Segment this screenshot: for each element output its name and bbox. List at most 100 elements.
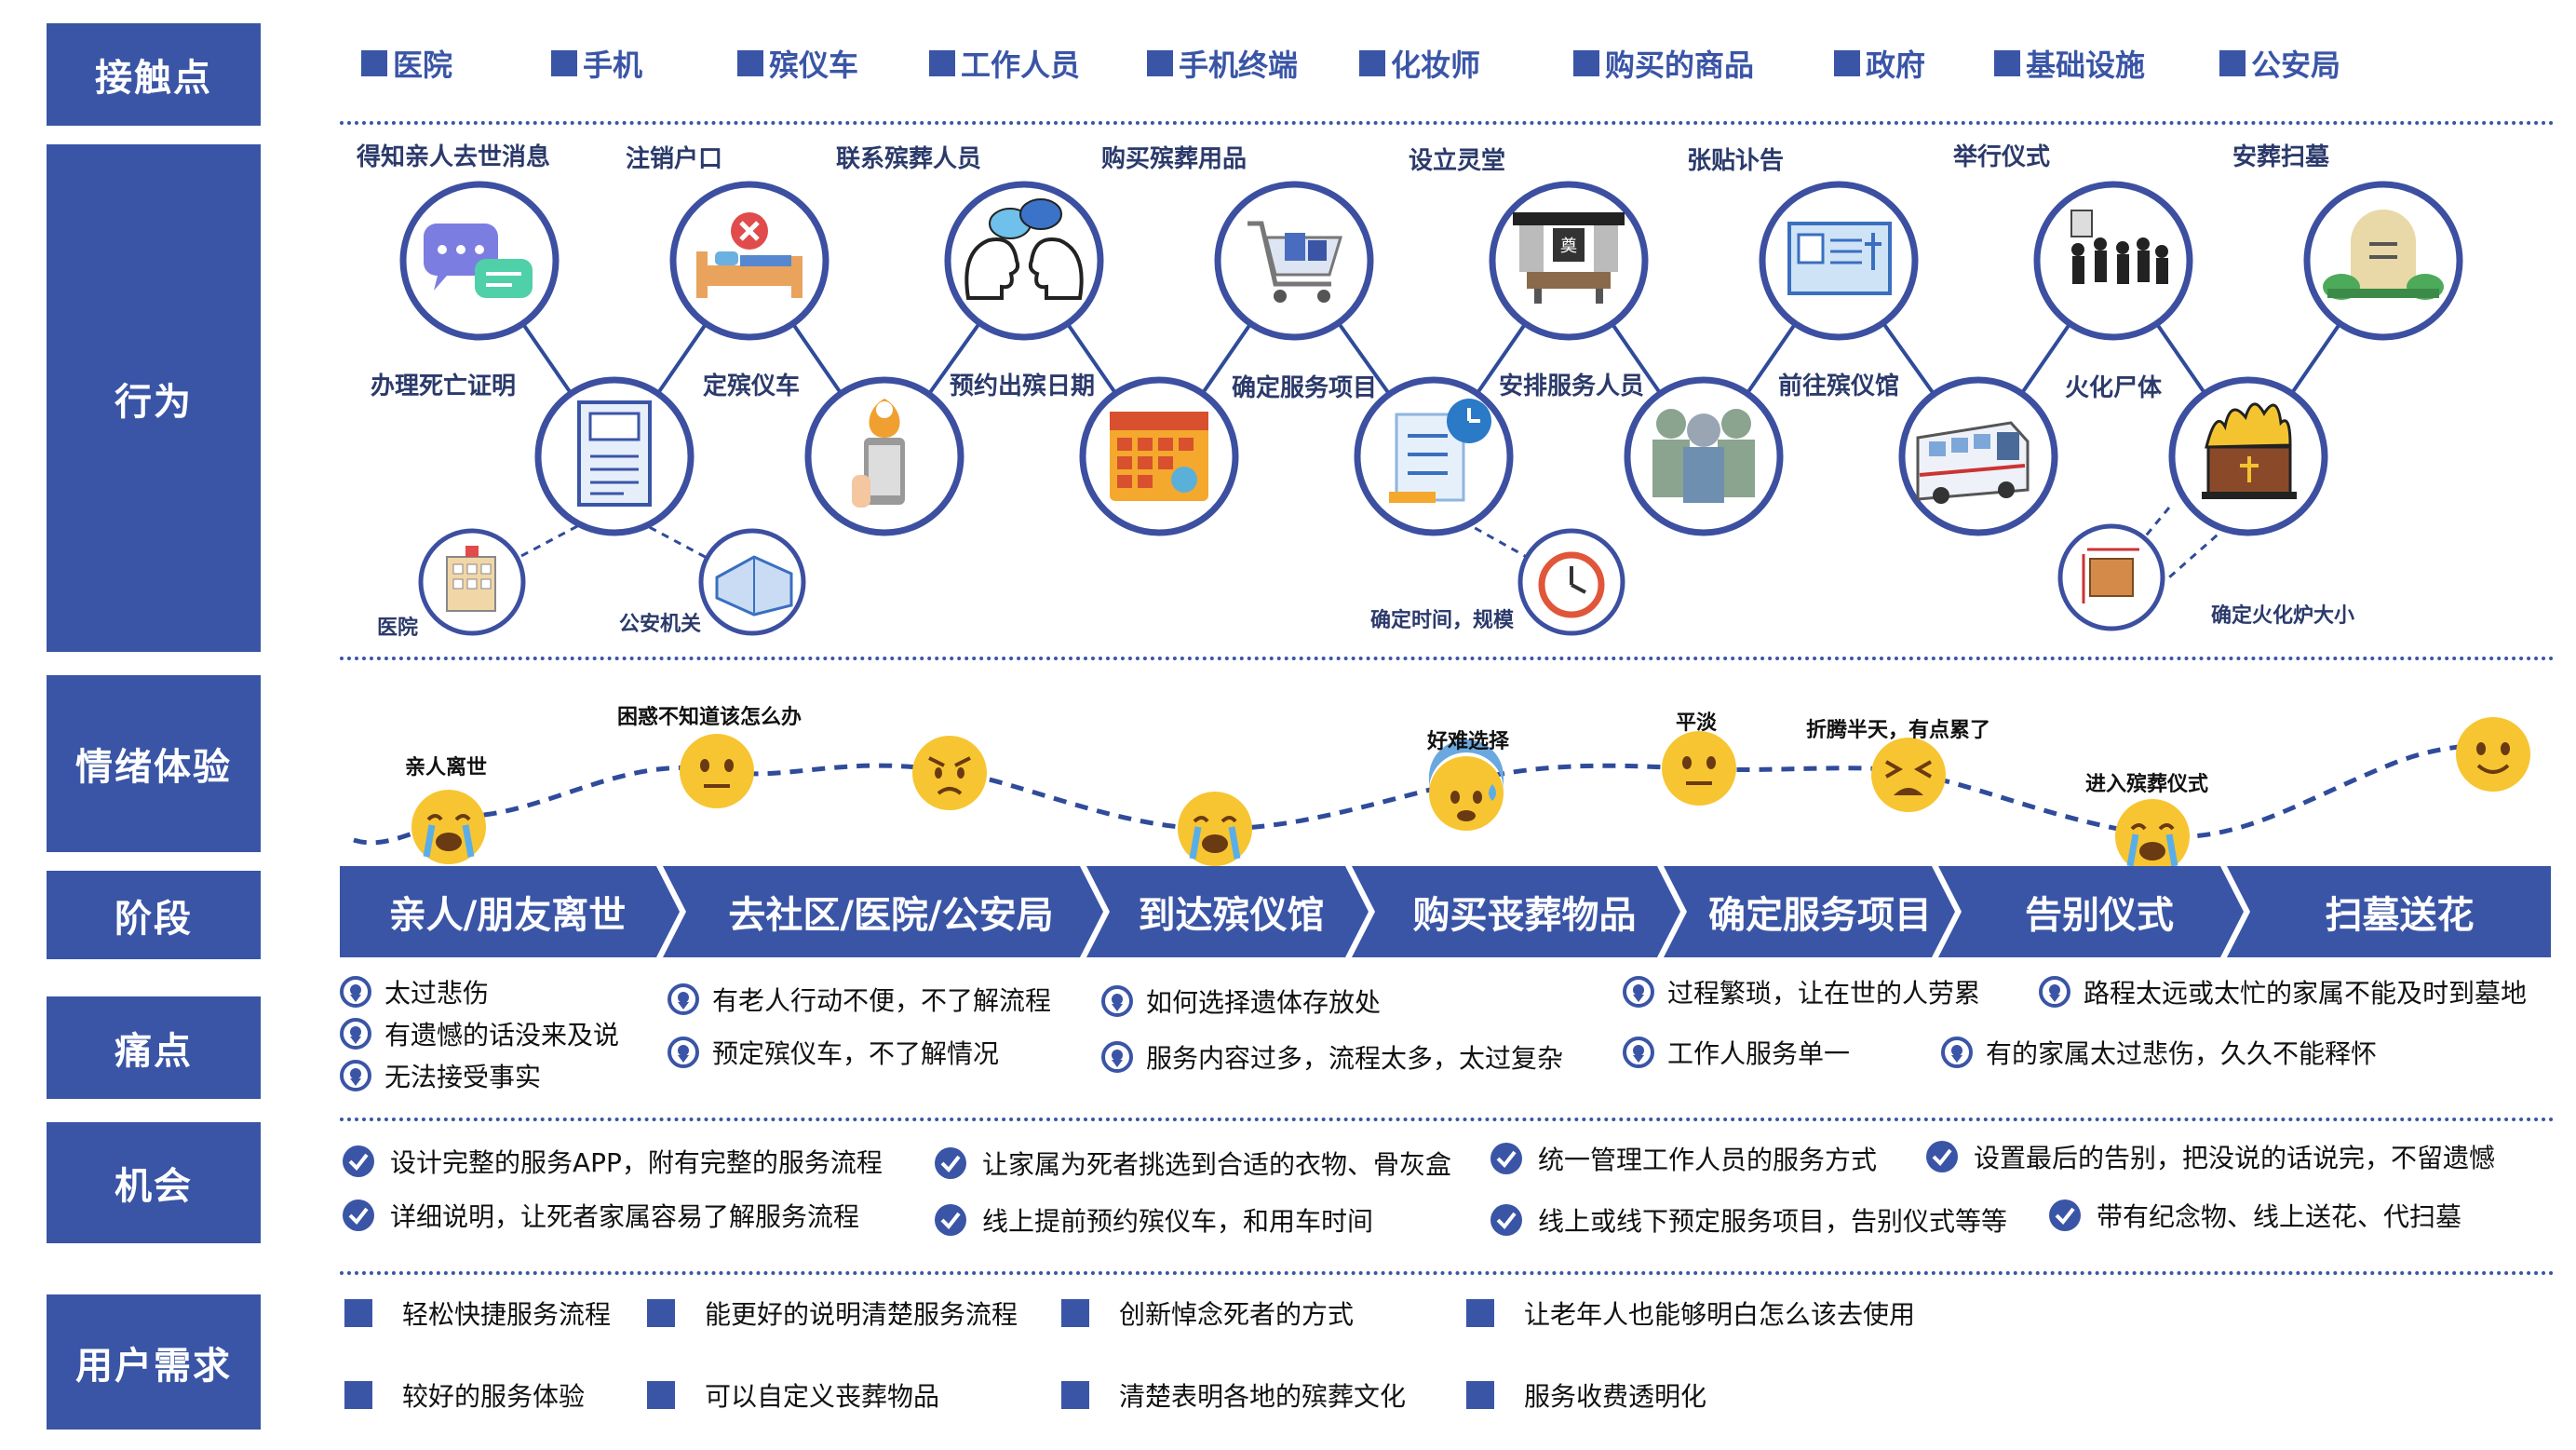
- crying-face-icon: [2115, 799, 2190, 874]
- behavior-label: 办理死亡证明: [371, 373, 517, 400]
- user-need: 创新悼念死者的方式: [1061, 1294, 1354, 1332]
- opportunity: 线上或线下预定服务项目，告别仪式等等: [1490, 1201, 2007, 1239]
- pain-point: 有的家属太过悲伤，久久不能释怀: [1941, 1034, 2377, 1071]
- check-circle-icon: [1490, 1142, 1523, 1175]
- stage-label: 亲人/朋友离世: [388, 894, 627, 937]
- memorial-hall-icon: 奠: [1489, 181, 1649, 341]
- notice-board-icon: [1759, 181, 1919, 341]
- check-circle-icon: [1925, 1140, 1959, 1173]
- neutral-face-icon: [1662, 731, 1736, 806]
- behavior-label: 注销户口: [626, 145, 723, 173]
- location-pin-icon: [1623, 976, 1654, 1008]
- user-need: 清楚表明各地的殡葬文化: [1061, 1376, 1406, 1414]
- row-label-needs: 用户需求: [47, 1294, 261, 1430]
- stage-label: 扫墓送花: [2325, 894, 2475, 937]
- pain-point: 过程繁琐，让在世的人劳累: [1623, 973, 1980, 1010]
- check-circle-icon: [342, 1199, 375, 1232]
- opportunity: 设置最后的告别，把没说的话说完，不留遗憾: [1925, 1138, 2495, 1175]
- emotion-label: 好难选择: [1427, 730, 1510, 753]
- location-pin-icon: [340, 1060, 371, 1091]
- user-need: 较好的服务体验: [344, 1376, 585, 1414]
- smiling-face-icon: [2456, 717, 2530, 792]
- behavior-label: 定殡仪车: [703, 373, 801, 400]
- stage-label: 去社区/医院/公安局: [728, 894, 1054, 937]
- behavior-sub-label: 医院: [377, 617, 419, 640]
- chat-bubbles-icon: [399, 181, 560, 341]
- separator: [340, 1271, 2556, 1275]
- user-need: 能更好的说明清楚服务流程: [647, 1294, 1018, 1332]
- check-circle-icon: [2048, 1199, 2082, 1232]
- emotion-label: 进入殡葬仪式: [2085, 773, 2209, 796]
- staff-group-icon: [1624, 376, 1784, 536]
- behavior-label: 预约出殡日期: [950, 373, 1096, 400]
- behavior-sub-label: 确定火化炉大小: [2211, 604, 2355, 628]
- separator: [340, 1118, 2556, 1121]
- row-label-emotion: 情绪体验: [47, 675, 261, 852]
- cancel-bed-icon: [669, 181, 829, 341]
- opportunity: 线上提前预约殡仪车，和用车时间: [934, 1201, 1373, 1239]
- stage-label: 到达殡仪馆: [1138, 894, 1325, 937]
- behavior-label: 举行仪式: [1953, 143, 2051, 171]
- location-pin-icon: [1623, 1037, 1654, 1068]
- emotion-label: 平淡: [1676, 711, 1718, 735]
- touchpoint-purchased-goods: 购买的商品: [1573, 42, 1754, 85]
- pain-point: 服务内容过多，流程太多，太过复杂: [1101, 1038, 1563, 1076]
- row-label-opportunity: 机会: [47, 1122, 261, 1243]
- opportunity: 统一管理工作人员的服务方式: [1490, 1140, 1877, 1177]
- user-need: 让老年人也能够明白怎么该去使用: [1466, 1294, 1915, 1332]
- location-pin-icon: [340, 1018, 371, 1050]
- behavior-label: 得知亲人去世消息: [357, 143, 551, 171]
- stage-label: 确定服务项目: [1708, 894, 1932, 937]
- behavior-label: 前往殡仪馆: [1778, 373, 1900, 400]
- location-pin-icon: [1101, 985, 1133, 1017]
- neutral-face-icon: [680, 734, 754, 808]
- behavior-diagram: 奠: [399, 181, 2463, 636]
- emotion-label: 折腾半天，有点累了: [1806, 719, 1991, 742]
- check-circle-icon: [1490, 1203, 1523, 1237]
- behavior-sub-label: 确定时间，规模: [1370, 609, 1515, 632]
- behavior-label: 设立灵堂: [1409, 147, 1506, 175]
- location-pin-icon: [1941, 1037, 1973, 1068]
- stage-bar: [340, 866, 2551, 957]
- anxious-sweat-face-icon: [1429, 739, 1504, 831]
- behavior-label: 联系殡葬人员: [836, 145, 982, 173]
- row-label-behavior: 行为: [47, 144, 261, 652]
- behavior-label: 安排服务人员: [1499, 373, 1645, 400]
- row-label-pain: 痛点: [47, 996, 261, 1099]
- svg-text:奠: 奠: [1560, 237, 1577, 256]
- user-need: 轻松快捷服务流程: [344, 1294, 611, 1332]
- behavior-label: 火化尸体: [2065, 374, 2163, 402]
- touchpoint-hospital: 医院: [361, 42, 452, 85]
- angry-face-icon: [912, 736, 987, 810]
- hearse-booking-phone-icon: [804, 376, 964, 536]
- checklist-clock-icon: [1354, 376, 1514, 536]
- touchpoint-staff: 工作人员: [929, 42, 1080, 85]
- cremation-fire-icon: [2168, 376, 2328, 536]
- touchpoint-phone: 手机: [551, 42, 642, 85]
- row-label-touchpoints: 接触点: [47, 23, 261, 126]
- location-pin-icon: [668, 983, 699, 1015]
- separator: [340, 121, 2556, 125]
- pain-point: 有遗憾的话没来及说: [340, 1015, 619, 1052]
- location-pin-icon: [340, 976, 371, 1008]
- pain-point: 有老人行动不便，不了解流程: [668, 981, 1051, 1018]
- touchpoint-government: 政府: [1834, 42, 1925, 85]
- pain-point: 如何选择遗体存放处: [1101, 982, 1381, 1020]
- location-pin-icon: [668, 1037, 699, 1068]
- calendar-icon: [1079, 376, 1239, 536]
- opportunity: 让家属为死者挑选到合适的衣物、骨灰盒: [934, 1145, 1451, 1182]
- check-circle-icon: [342, 1145, 375, 1178]
- touchpoint-makeup-artist: 化妆师: [1359, 42, 1480, 85]
- user-need: 服务收费透明化: [1466, 1376, 1706, 1414]
- hearse-bus-icon: [1898, 376, 2058, 536]
- police-office-icon: [698, 528, 806, 636]
- stage-label: 购买丧葬物品: [1412, 894, 1637, 937]
- check-circle-icon: [934, 1203, 967, 1237]
- hospital-building-icon: [418, 528, 526, 636]
- pain-point: 预定殡仪车，不了解情况: [668, 1034, 999, 1071]
- opportunity: 带有纪念物、线上送花、代扫墓: [2048, 1197, 2461, 1234]
- opportunity: 设计完整的服务APP，附有完整的服务流程: [342, 1143, 883, 1180]
- tombstone-icon: [2303, 181, 2463, 341]
- emotion-label: 亲人离世: [405, 756, 488, 779]
- furnace-size-icon: [2057, 523, 2165, 631]
